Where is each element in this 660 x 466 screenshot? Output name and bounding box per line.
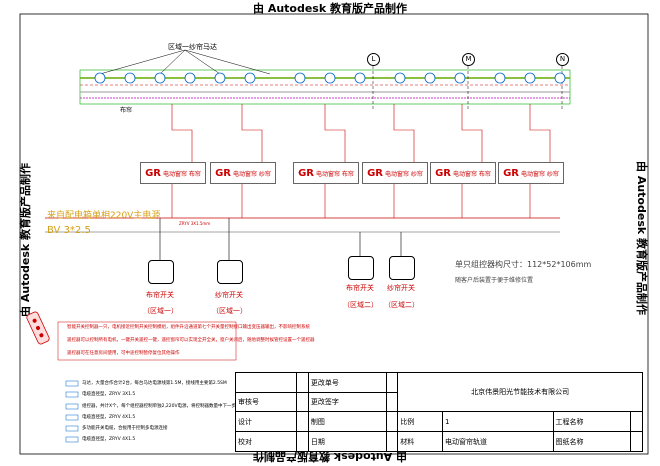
title-cell	[296, 372, 309, 393]
title-cell	[385, 431, 399, 452]
legend-item: 电缆直径型，ZRYV 4X1.5	[82, 415, 136, 420]
motor-icon	[184, 72, 196, 84]
title-cell: 校对	[234, 431, 298, 452]
motor-icon	[354, 72, 366, 84]
note-line: 遥控器可以控制所有电机，一键开关遥控一键，遥控窗帘可以实现全开全关，窗户关闭后，…	[67, 338, 315, 343]
marker-l: L	[367, 53, 380, 66]
title-cell	[296, 411, 309, 432]
power-spec: BV 3*2.5	[47, 225, 91, 236]
motor-icon	[214, 72, 226, 84]
control-wires	[171, 104, 551, 218]
title-cell	[296, 431, 309, 452]
switch-icon	[389, 256, 415, 280]
motor-icon	[494, 72, 506, 84]
title-cell	[630, 431, 643, 452]
title-cell	[234, 372, 298, 393]
zone-pointer-lines	[99, 49, 271, 75]
legend-item: 组控器，共计X个，每个组控器控制单独2,220V电源，将控制器数量中下一步	[82, 404, 237, 409]
title-cell	[385, 411, 399, 432]
motor-icon	[554, 72, 566, 84]
motor-icon	[424, 72, 436, 84]
legend-item: 电缆直径型，ZRYV 4X1.5	[82, 437, 136, 442]
switch-zone: （区域二）	[384, 301, 419, 309]
title-cell: 日期	[307, 431, 387, 452]
motor-icon	[454, 72, 466, 84]
legend-icon	[65, 436, 79, 443]
title-cell: 比例	[397, 411, 443, 432]
cable-spec: ZRYV 3X1.5mm	[179, 221, 211, 226]
legend-icon	[65, 403, 79, 410]
legend-icon	[65, 380, 79, 387]
curtain-label: 布帘	[120, 107, 133, 114]
switch-label: 纱帘开关	[387, 284, 415, 292]
legend-item: 马达，大量合作合计2台，每台马达电源线第1.5M，接线用主要第2.5SM	[82, 381, 227, 386]
switch-label: 布帘开关	[346, 284, 374, 292]
legend-icon	[65, 414, 79, 421]
marker-n: N	[556, 53, 569, 66]
control-wire	[171, 104, 193, 162]
switch-icon	[217, 260, 243, 284]
motor-icon	[524, 72, 536, 84]
switch-zone: （区域二）	[343, 301, 378, 309]
control-wire	[241, 104, 263, 162]
switch-icon	[148, 260, 174, 284]
switch-label: 纱帘开关	[215, 291, 243, 299]
switch-zone: （区域一）	[143, 307, 178, 315]
title-cell: 更改单号	[307, 372, 387, 393]
control-wire	[529, 104, 551, 162]
remote-control-icon	[26, 311, 50, 345]
legend-item: 电缆直径型，ZRYV 3X1.5	[82, 392, 136, 397]
motor-icon	[394, 72, 406, 84]
legend-icon	[65, 391, 79, 398]
legend-icon	[65, 425, 79, 432]
zone-label: 区域一纱帘马达	[168, 43, 217, 51]
watermark-top: 由 Autodesk 教育版产品制作	[252, 2, 407, 15]
switch-icon	[348, 256, 374, 280]
title-cell: 工程名称	[552, 411, 632, 432]
control-wire	[461, 104, 483, 162]
size-note: 随客户后装置于便于维修位置	[455, 277, 534, 284]
title-cell: 更改签字	[307, 392, 387, 412]
note-line: 遥控器可在任意房间使用，可中途控制暂停复位其他操作	[67, 351, 180, 356]
size-label: 单只组控器构尺寸：112*52*106mm	[455, 260, 592, 269]
control-wire	[324, 104, 346, 162]
title-cell	[296, 392, 309, 412]
motor-group	[94, 72, 566, 84]
switch-label: 布帘开关	[146, 291, 174, 299]
switch-zone: （区域一）	[212, 307, 247, 315]
title-cell: 制图	[307, 411, 387, 432]
title-cell	[385, 392, 399, 412]
note-line: 智能开关控制器一只，电机接近控制开关控制模组，组件升沿通道第七个开关量控制接口输…	[67, 325, 310, 330]
power-source-label: 来自配电箱单相220V主电源	[47, 211, 161, 221]
title-cell: 材料	[397, 431, 443, 452]
title-cell: 审核号	[234, 392, 298, 412]
title-cell: 1	[441, 411, 554, 432]
title-cell	[630, 411, 643, 432]
title-cell: 电动窗帘轨道	[441, 431, 554, 452]
motor-icon	[124, 72, 136, 84]
legend-item: 多功能开关电缆，合拢用于控制多电源连接	[82, 426, 168, 431]
motor-icon	[294, 72, 306, 84]
motor-icon	[94, 72, 106, 84]
title-cell: 图纸名称	[552, 431, 632, 452]
motor-icon	[244, 72, 256, 84]
company-name: 北京伟景阳光节能技术有限公司	[397, 372, 643, 412]
motor-icon	[154, 72, 166, 84]
title-cell: 设计	[234, 411, 298, 432]
title-cell	[385, 372, 399, 393]
marker-m: M	[462, 53, 475, 66]
motor-icon	[324, 72, 336, 84]
title-block: 更改单号 北京伟景阳光节能技术有限公司 审核号 更改签字 设计 制图 比例 1 …	[234, 372, 643, 452]
control-wire	[393, 104, 415, 162]
